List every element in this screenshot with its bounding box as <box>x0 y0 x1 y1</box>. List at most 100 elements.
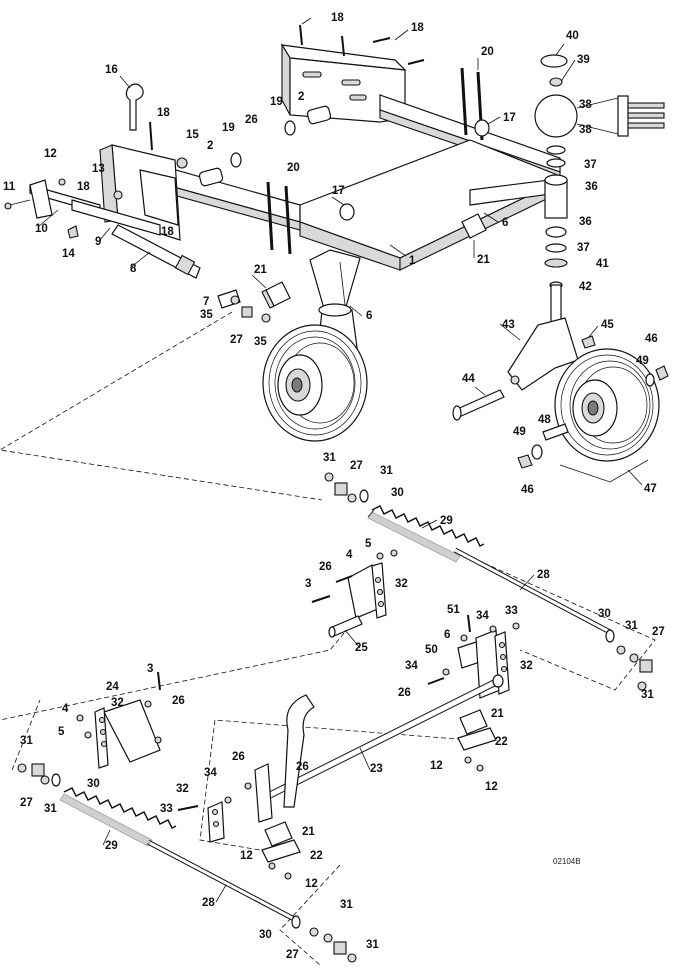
svg-text:27: 27 <box>20 797 33 809</box>
svg-text:43: 43 <box>502 319 515 331</box>
svg-text:28: 28 <box>202 897 215 909</box>
svg-text:31: 31 <box>44 803 57 815</box>
svg-text:5: 5 <box>58 726 65 738</box>
svg-text:44: 44 <box>462 373 475 385</box>
svg-text:12: 12 <box>240 850 253 862</box>
right-caster-assembly <box>452 54 669 483</box>
callout-labels: 1 2 2 3 3 4 4 5 5 6 6 6 7 8 9 10 11 12 1… <box>3 12 665 961</box>
svg-text:48: 48 <box>538 414 551 426</box>
callout-leaders <box>37 17 643 903</box>
svg-text:17: 17 <box>332 185 345 197</box>
svg-text:36: 36 <box>579 216 592 228</box>
svg-text:33: 33 <box>505 605 518 617</box>
svg-text:31: 31 <box>366 939 379 951</box>
svg-text:30: 30 <box>87 778 100 790</box>
svg-text:40: 40 <box>566 30 579 42</box>
svg-text:3: 3 <box>305 578 311 590</box>
svg-text:32: 32 <box>111 697 124 709</box>
front-left-parts <box>4 83 332 279</box>
svg-text:24: 24 <box>106 681 119 693</box>
svg-text:27: 27 <box>286 949 299 961</box>
svg-text:4: 4 <box>62 703 69 715</box>
svg-text:39: 39 <box>577 54 590 66</box>
svg-text:47: 47 <box>644 483 657 495</box>
svg-text:18: 18 <box>77 181 90 193</box>
svg-text:26: 26 <box>319 561 332 573</box>
svg-text:32: 32 <box>176 783 189 795</box>
svg-text:30: 30 <box>259 929 272 941</box>
svg-text:34: 34 <box>405 660 418 672</box>
main-frame <box>99 43 567 313</box>
svg-text:46: 46 <box>521 484 534 496</box>
upper-link <box>311 549 398 638</box>
svg-text:35: 35 <box>254 336 267 348</box>
svg-text:18: 18 <box>161 226 174 238</box>
svg-text:35: 35 <box>200 309 213 321</box>
svg-text:31: 31 <box>20 735 33 747</box>
svg-text:45: 45 <box>601 319 614 331</box>
svg-text:22: 22 <box>495 736 508 748</box>
svg-text:22: 22 <box>310 850 323 862</box>
left-caster-wheel <box>262 303 368 442</box>
svg-text:29: 29 <box>440 515 453 527</box>
svg-text:10: 10 <box>35 223 48 235</box>
svg-text:12: 12 <box>44 148 57 160</box>
top-hardware <box>149 24 490 323</box>
svg-text:41: 41 <box>596 258 609 270</box>
cross-shaft <box>76 671 504 880</box>
svg-text:30: 30 <box>391 487 404 499</box>
svg-text:6: 6 <box>502 217 508 229</box>
drawing-code: 02104B <box>553 857 581 866</box>
svg-text:12: 12 <box>305 878 318 890</box>
svg-text:38: 38 <box>579 124 592 136</box>
svg-text:11: 11 <box>3 181 16 193</box>
svg-text:7: 7 <box>203 296 209 308</box>
svg-text:13: 13 <box>92 163 105 175</box>
svg-text:34: 34 <box>476 610 489 622</box>
svg-text:31: 31 <box>380 465 393 477</box>
svg-text:37: 37 <box>577 242 590 254</box>
svg-text:26: 26 <box>398 687 411 699</box>
svg-text:38: 38 <box>579 99 592 111</box>
svg-text:36: 36 <box>585 181 598 193</box>
svg-text:30: 30 <box>598 608 611 620</box>
svg-text:21: 21 <box>477 254 490 266</box>
svg-text:19: 19 <box>270 96 283 108</box>
svg-text:49: 49 <box>513 426 526 438</box>
svg-text:21: 21 <box>491 708 504 720</box>
svg-text:20: 20 <box>287 162 300 174</box>
svg-text:37: 37 <box>584 159 597 171</box>
svg-text:31: 31 <box>323 452 336 464</box>
svg-text:15: 15 <box>186 129 199 141</box>
svg-text:8: 8 <box>130 263 137 275</box>
svg-text:25: 25 <box>355 642 368 654</box>
svg-text:23: 23 <box>370 763 383 775</box>
svg-text:1: 1 <box>409 255 416 267</box>
svg-text:21: 21 <box>254 264 267 276</box>
svg-text:34: 34 <box>204 767 217 779</box>
svg-text:6: 6 <box>444 629 450 641</box>
svg-text:33: 33 <box>160 803 173 815</box>
svg-text:42: 42 <box>579 281 592 293</box>
svg-text:3: 3 <box>147 663 153 675</box>
svg-text:26: 26 <box>296 761 309 773</box>
svg-text:31: 31 <box>625 620 638 632</box>
svg-text:18: 18 <box>331 12 344 24</box>
svg-text:16: 16 <box>105 64 118 76</box>
svg-text:14: 14 <box>62 248 75 260</box>
lower-lift-rod <box>17 763 357 963</box>
svg-text:46: 46 <box>645 333 658 345</box>
svg-text:29: 29 <box>105 840 118 852</box>
svg-text:49: 49 <box>636 355 649 367</box>
svg-text:26: 26 <box>232 751 245 763</box>
svg-text:50: 50 <box>425 644 438 656</box>
svg-text:31: 31 <box>641 689 654 701</box>
svg-text:19: 19 <box>222 122 235 134</box>
svg-text:9: 9 <box>95 236 101 248</box>
svg-text:12: 12 <box>485 781 498 793</box>
svg-text:20: 20 <box>481 46 494 58</box>
svg-text:5: 5 <box>365 538 372 550</box>
svg-text:32: 32 <box>395 578 408 590</box>
upper-lift-rod <box>324 472 653 691</box>
